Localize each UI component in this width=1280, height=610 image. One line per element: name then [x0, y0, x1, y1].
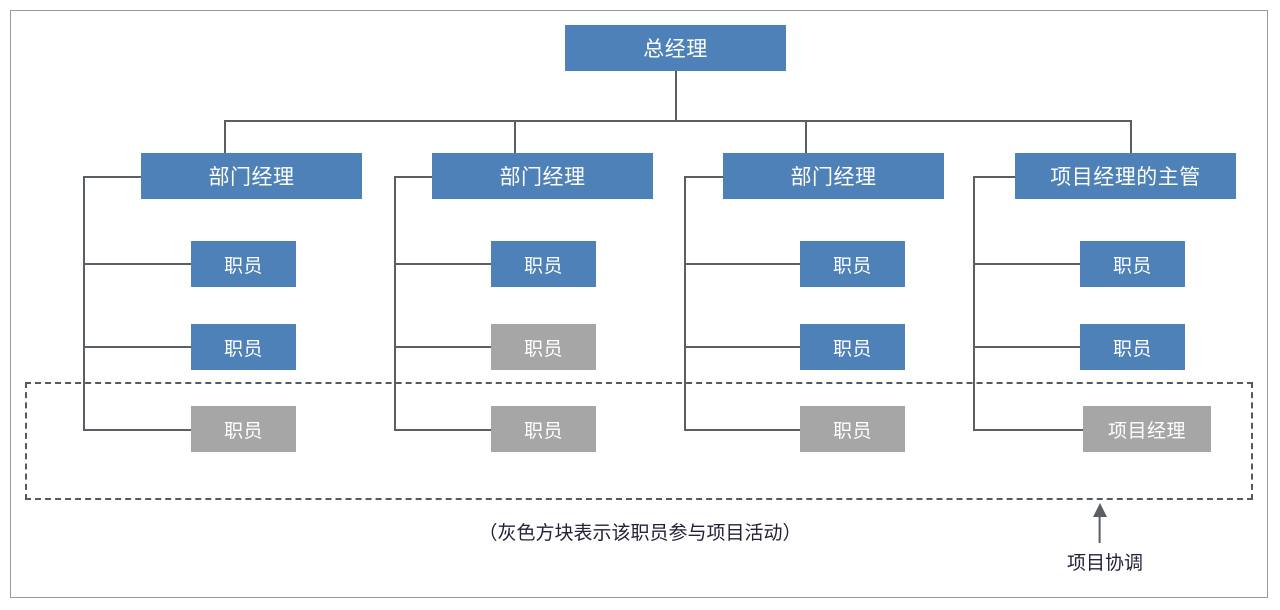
node-staff-col1-row3-label: 职员 — [223, 420, 263, 442]
spine-col2 — [394, 176, 396, 430]
branch-col4-report2 — [973, 346, 1081, 348]
node-staff-col3-row2-label: 职员 — [832, 338, 872, 360]
connector-drop-col3 — [805, 120, 807, 153]
node-staff-col4-row2[interactable]: 职员 — [1080, 324, 1185, 370]
node-manager-col4[interactable]: 项目经理的主管 — [1015, 153, 1236, 199]
branch-col1-report3 — [83, 429, 191, 431]
node-manager-col2-label: 部门经理 — [499, 166, 586, 189]
connector-drop-col2 — [514, 120, 516, 153]
node-project-manager[interactable]: 项目经理 — [1083, 406, 1211, 452]
node-staff-col1-row2-label: 职员 — [223, 338, 263, 360]
node-staff-col3-row2[interactable]: 职员 — [800, 324, 905, 370]
node-general-manager[interactable]: 总经理 — [565, 25, 786, 71]
node-staff-col2-row3[interactable]: 职员 — [491, 406, 596, 452]
node-staff-col3-row1[interactable]: 职员 — [800, 241, 905, 287]
branch-col1-report1 — [83, 263, 191, 265]
connector-drop-col4 — [1130, 120, 1132, 153]
node-manager-col1-label: 部门经理 — [208, 166, 295, 189]
node-staff-col3-row1-label: 职员 — [832, 255, 872, 277]
branch-col3-report1 — [684, 263, 801, 265]
node-staff-col3-row3-label: 职员 — [832, 420, 872, 442]
branch-col2-report2 — [394, 346, 492, 348]
legend-caption: （灰色方块表示该职员参与项目活动） — [478, 523, 802, 544]
connector-top-bus — [224, 120, 1131, 122]
spine-col2-to-manager — [394, 176, 432, 178]
node-manager-col1[interactable]: 部门经理 — [141, 153, 362, 199]
node-staff-col1-row1[interactable]: 职员 — [191, 241, 296, 287]
node-staff-col2-row1-label: 职员 — [523, 255, 563, 277]
branch-col4-report3 — [973, 429, 1083, 431]
project-scope-dashed-box — [25, 382, 1253, 500]
node-manager-col3[interactable]: 部门经理 — [723, 153, 944, 199]
connector-root-drop — [675, 71, 677, 121]
node-staff-col4-row1-label: 职员 — [1112, 255, 1152, 277]
spine-col4 — [973, 176, 975, 430]
spine-col1 — [83, 176, 85, 430]
node-staff-col3-row3[interactable]: 职员 — [800, 406, 905, 452]
node-staff-col2-row1[interactable]: 职员 — [491, 241, 596, 287]
node-manager-col4-label: 项目经理的主管 — [1050, 166, 1201, 189]
node-general-manager-label: 总经理 — [643, 38, 708, 61]
node-staff-col2-row2[interactable]: 职员 — [491, 324, 596, 370]
node-staff-col4-row2-label: 职员 — [1112, 338, 1152, 360]
spine-col1-to-manager — [83, 176, 141, 178]
node-manager-col2[interactable]: 部门经理 — [432, 153, 653, 199]
branch-col1-report2 — [83, 346, 191, 348]
node-staff-col4-row1[interactable]: 职员 — [1080, 241, 1185, 287]
branch-col3-report2 — [684, 346, 801, 348]
node-manager-col3-label: 部门经理 — [790, 166, 877, 189]
branch-col4-report1 — [973, 263, 1081, 265]
node-staff-col2-row3-label: 职员 — [523, 420, 563, 442]
connector-drop-col1 — [224, 120, 226, 153]
diagram-outer-frame — [10, 10, 1268, 598]
spine-col4-to-manager — [973, 176, 1015, 178]
branch-col3-report3 — [684, 429, 801, 431]
spine-col3-to-manager — [684, 176, 723, 178]
node-project-manager-label: 项目经理 — [1107, 420, 1186, 442]
up-arrow-icon — [1093, 503, 1107, 543]
node-staff-col2-row2-label: 职员 — [523, 338, 563, 360]
branch-col2-report1 — [394, 263, 492, 265]
branch-col2-report3 — [394, 429, 492, 431]
node-staff-col1-row2[interactable]: 职员 — [191, 324, 296, 370]
node-staff-col1-row1-label: 职员 — [223, 255, 263, 277]
spine-col3 — [684, 176, 686, 430]
node-staff-col1-row3[interactable]: 职员 — [191, 406, 296, 452]
coordination-annotation-label: 项目协调 — [1066, 553, 1143, 574]
